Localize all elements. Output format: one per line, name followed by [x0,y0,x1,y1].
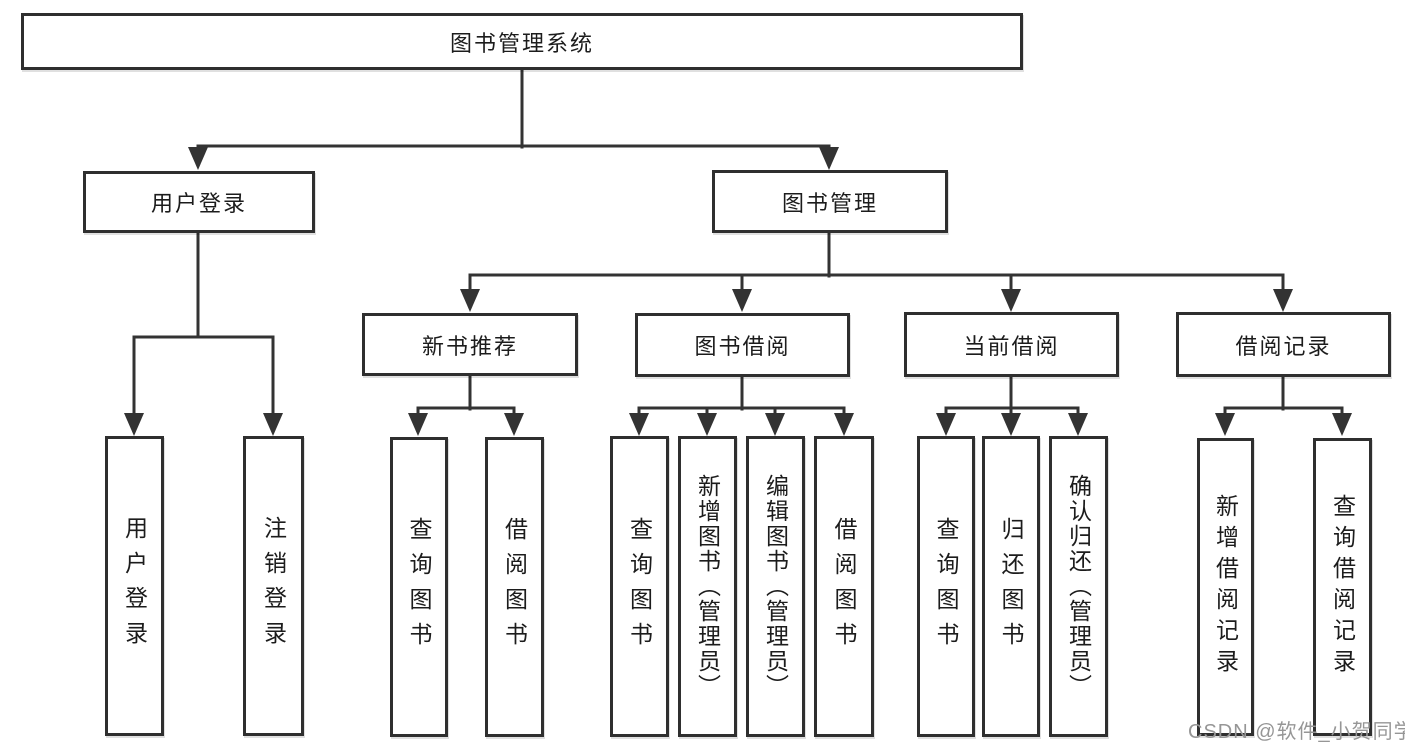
leaf-query-books-current: 查询图书 [917,436,975,737]
node-library-management-system: 图书管理系统 [21,13,1023,70]
leaf-query-borrow-record: 查询借阅记录 [1313,438,1372,736]
node-book-borrowing: 图书借阅 [635,313,850,377]
node-book-management: 图书管理 [712,170,948,233]
leaf-return-books: 归还图书 [982,436,1040,737]
leaf-query-books-borrow: 查询图书 [610,436,669,737]
leaf-add-borrow-record: 新增借阅记录 [1197,438,1254,736]
leaf-query-books-recommend: 查询图书 [390,437,448,737]
node-new-book-recommend: 新书推荐 [362,313,578,376]
leaf-add-books-admin: 新增图书（管理员） [678,436,737,737]
node-user-login: 用户登录 [83,171,315,233]
leaf-confirm-return-admin: 确认归还（管理员） [1049,436,1108,737]
watermark: CSDN @软件_小贺同学 [1188,721,1405,743]
leaf-borrow-books: 借阅图书 [814,436,874,737]
leaf-borrow-books-recommend: 借阅图书 [485,437,544,737]
node-borrowing-records: 借阅记录 [1176,312,1391,377]
leaf-edit-books-admin: 编辑图书（管理员） [746,436,805,737]
leaf-logout: 注销登录 [243,436,304,736]
node-current-borrowing: 当前借阅 [904,312,1119,377]
leaf-user-login: 用户登录 [105,436,164,736]
